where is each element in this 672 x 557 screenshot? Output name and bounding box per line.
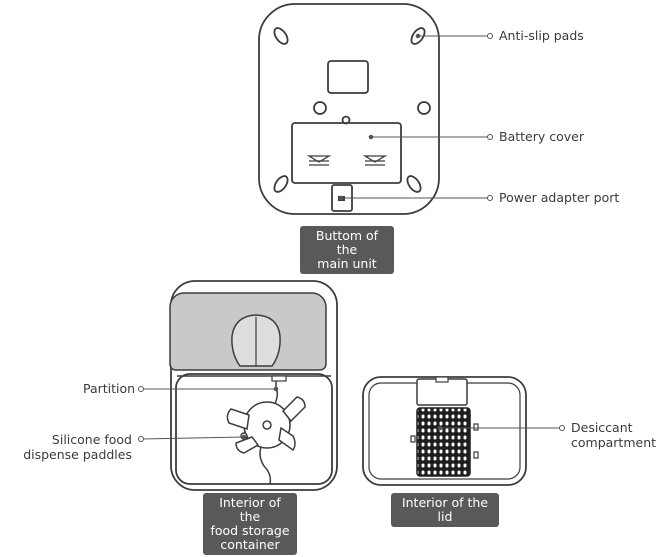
label-desiccant-line2: compartment (571, 435, 657, 450)
anti-slip-pad (406, 175, 422, 193)
screw-hole (417, 101, 431, 115)
anti-slip-pad (273, 175, 289, 193)
silicone-paddles (226, 396, 306, 454)
food-storage-container (169, 280, 338, 491)
screw-hole (313, 101, 327, 115)
caption-bottom-line2: main unit (317, 256, 377, 271)
label-plate (327, 60, 369, 94)
main-unit-outline (258, 3, 440, 215)
battery-cover-grips (306, 155, 388, 166)
leader-lines (138, 33, 565, 442)
label-silicone-paddles-line1: Silicone food (51, 432, 132, 447)
caption-bottom-main-unit: Buttom of the main unit (300, 226, 394, 274)
label-desiccant-line1: Desiccant (571, 420, 633, 435)
label-partition: Partition (83, 381, 136, 396)
label-power-adapter-port: Power adapter port (499, 190, 620, 205)
caption-container-line3: container (220, 537, 280, 552)
caption-food-storage-container: Interior of the food storage container (203, 493, 297, 555)
caption-container-line1: Interior of the (219, 495, 281, 524)
label-silicone-paddles: Silicone food dispense paddles (20, 432, 132, 462)
battery-cover-latch (341, 115, 351, 125)
caption-container-line2: food storage (210, 523, 290, 538)
label-anti-slip-pads: Anti-slip pads (499, 28, 584, 43)
label-silicone-paddles-line2: dispense paddles (23, 447, 132, 462)
desiccant-compartment (416, 407, 471, 477)
anti-slip-pad (273, 27, 289, 45)
label-desiccant-compartment: Desiccant compartment (571, 420, 656, 450)
label-battery-cover: Battery cover (499, 129, 584, 144)
main-unit-bottom (258, 3, 440, 215)
caption-lid-interior: Interior of the lid (391, 493, 499, 527)
container-outline (170, 280, 338, 491)
lid-hinge (416, 378, 468, 406)
anti-slip-pad (410, 27, 426, 45)
battery-cover (291, 122, 402, 184)
caption-bottom-line1: Buttom of the (315, 228, 379, 257)
lid-interior (362, 376, 527, 486)
